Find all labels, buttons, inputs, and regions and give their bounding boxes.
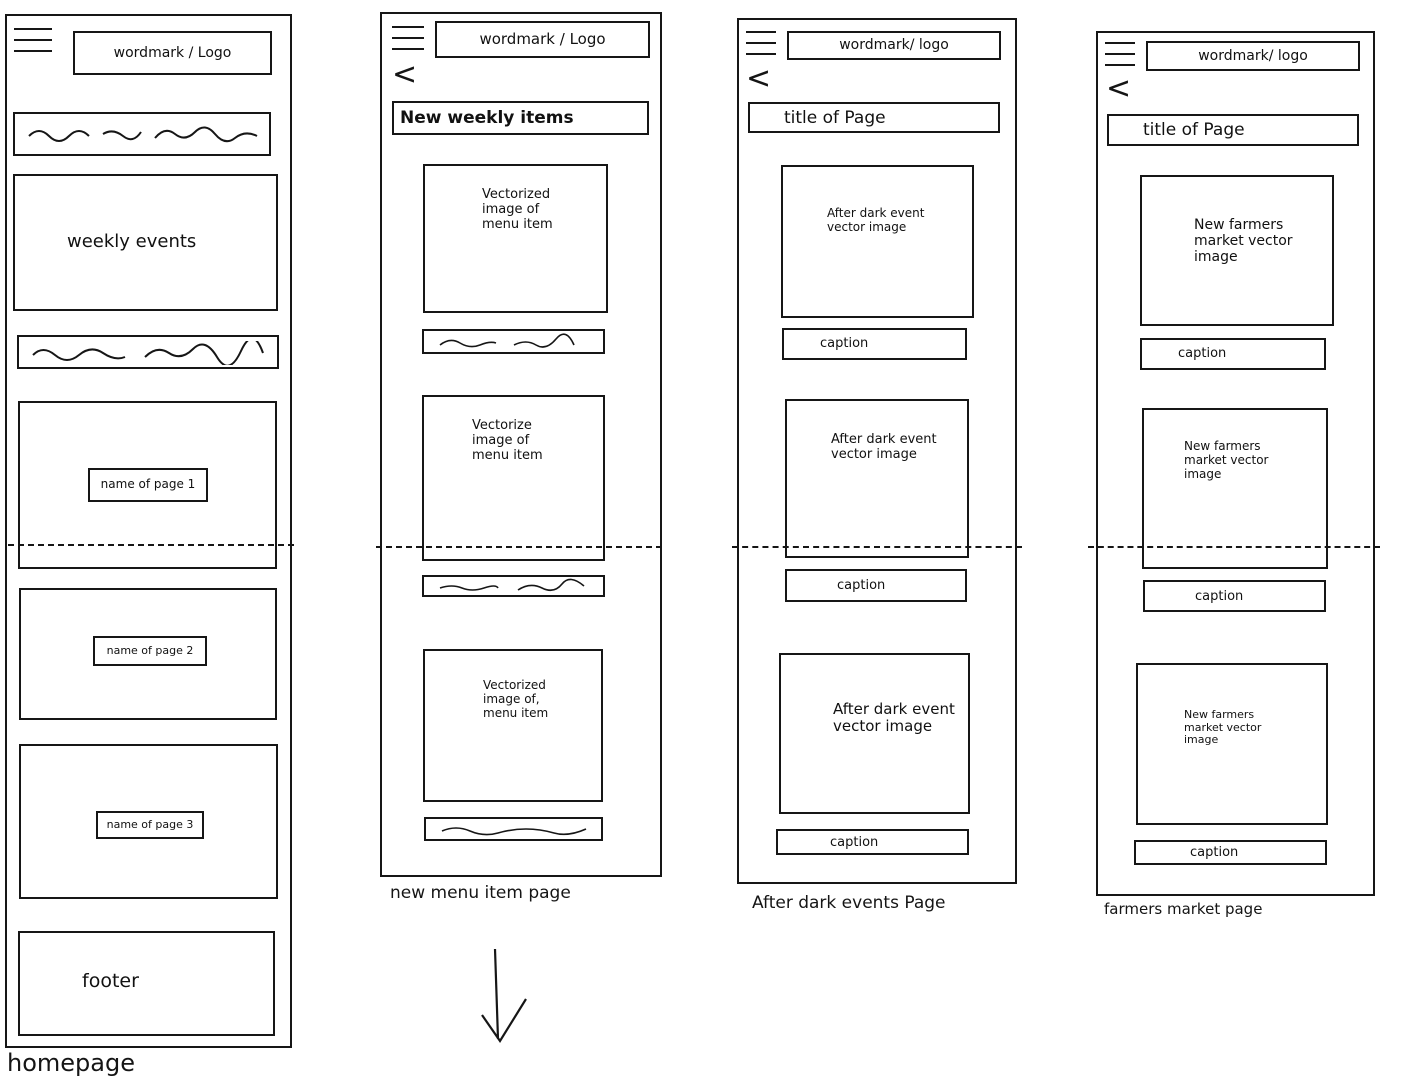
squiggle-text-placeholder xyxy=(441,827,587,836)
image-placeholder-text: After dark event vector image xyxy=(831,432,937,462)
caption-placeholder xyxy=(424,817,603,841)
text-placeholder xyxy=(17,335,279,369)
page-title-box: New weekly items xyxy=(392,101,649,135)
page-title: title of Page xyxy=(784,108,886,128)
back-arrow-icon[interactable]: < xyxy=(1106,71,1132,106)
footer-label: footer xyxy=(82,970,139,992)
image-placeholder-text: New farmers market vector image xyxy=(1184,708,1262,747)
caption-box: caption xyxy=(1143,580,1326,612)
fold-line xyxy=(1088,546,1380,548)
logo-text: wordmark / Logo xyxy=(113,44,232,61)
homepage-caption: homepage xyxy=(7,1049,135,1077)
page-card-3[interactable]: name of page 3 xyxy=(19,744,278,899)
page-card-3-label[interactable]: name of page 3 xyxy=(96,811,204,839)
event-image-3[interactable]: After dark event vector image xyxy=(779,653,970,814)
weekly-events-hero[interactable]: weekly events xyxy=(13,174,278,311)
page-card-1[interactable]: name of page 1 xyxy=(18,401,277,569)
back-arrow-icon[interactable]: < xyxy=(746,61,772,96)
image-placeholder-text: Vectorize image of menu item xyxy=(472,418,543,463)
caption-text: caption xyxy=(1195,589,1244,604)
page-title-box: title of Page xyxy=(748,102,1000,133)
menu-page-frame xyxy=(380,12,662,877)
image-placeholder-text: New farmers market vector image xyxy=(1194,217,1293,266)
logo-text: wordmark/ logo xyxy=(839,37,949,54)
squiggle-text-placeholder xyxy=(32,341,264,365)
page-title-box: title of Page xyxy=(1107,114,1359,146)
image-placeholder-text: New farmers market vector image xyxy=(1184,439,1269,481)
caption-text: caption xyxy=(1190,845,1239,860)
page-title: title of Page xyxy=(1143,120,1245,140)
market-image-3[interactable]: New farmers market vector image xyxy=(1136,663,1328,825)
market-image-1[interactable]: New farmers market vector image xyxy=(1140,175,1334,326)
squiggle-text-placeholder xyxy=(28,126,258,143)
fold-line xyxy=(376,546,662,548)
logo-box[interactable]: wordmark / Logo xyxy=(435,21,650,58)
logo-text: wordmark / Logo xyxy=(479,29,606,48)
caption-box: caption xyxy=(1140,338,1326,370)
logo-text: wordmark/ logo xyxy=(1198,47,1308,64)
caption-text: caption xyxy=(1178,346,1227,361)
caption-text: caption xyxy=(837,578,886,593)
caption-box: caption xyxy=(782,328,967,360)
market-image-2[interactable]: New farmers market vector image xyxy=(1142,408,1328,569)
menu-item-image-2[interactable]: Vectorize image of menu item xyxy=(422,395,605,561)
afterdark-page-frame xyxy=(737,18,1017,884)
event-image-1[interactable]: After dark event vector image xyxy=(781,165,974,318)
hamburger-menu-icon[interactable] xyxy=(14,28,52,61)
menu-item-image-1[interactable]: Vectorized image of menu item xyxy=(423,164,608,313)
page-card-2-label[interactable]: name of page 2 xyxy=(93,636,207,666)
farmers-page-frame xyxy=(1096,31,1375,896)
squiggle-text-placeholder xyxy=(439,578,585,592)
page-card-1-label[interactable]: name of page 1 xyxy=(88,468,208,502)
menu-page-caption: new menu item page xyxy=(390,883,571,903)
weekly-events-label: weekly events xyxy=(67,231,197,252)
menu-item-image-3[interactable]: Vectorized image of, menu item xyxy=(423,649,603,802)
caption-box: caption xyxy=(776,829,969,855)
back-arrow-icon[interactable]: < xyxy=(392,57,418,92)
hamburger-menu-icon[interactable] xyxy=(746,31,776,64)
logo-box[interactable]: wordmark / Logo xyxy=(73,31,272,75)
footer: footer xyxy=(18,931,275,1036)
image-placeholder-text: After dark event vector image xyxy=(827,206,925,234)
caption-box: caption xyxy=(1134,840,1327,865)
text-placeholder xyxy=(13,112,271,156)
event-image-2[interactable]: After dark event vector image xyxy=(785,399,969,558)
fold-line xyxy=(8,544,294,546)
page-card-2[interactable]: name of page 2 xyxy=(19,588,277,720)
logo-box[interactable]: wordmark/ logo xyxy=(787,31,1001,60)
caption-text: caption xyxy=(820,336,869,351)
homepage-frame xyxy=(5,14,292,1048)
caption-text: caption xyxy=(830,835,879,850)
logo-box[interactable]: wordmark/ logo xyxy=(1146,41,1360,71)
afterdark-page-caption: After dark events Page xyxy=(752,893,946,913)
squiggle-text-placeholder xyxy=(439,333,575,348)
farmers-page-caption: farmers market page xyxy=(1104,900,1263,918)
hamburger-menu-icon[interactable] xyxy=(1105,42,1135,75)
fold-line xyxy=(732,546,1022,548)
image-placeholder-text: After dark event vector image xyxy=(833,700,955,736)
image-placeholder-text: Vectorized image of menu item xyxy=(482,187,553,232)
down-arrow-icon xyxy=(481,948,527,1044)
hamburger-menu-icon[interactable] xyxy=(392,26,424,59)
caption-placeholder xyxy=(422,575,605,597)
caption-box: caption xyxy=(785,569,967,602)
caption-placeholder xyxy=(422,329,605,354)
image-placeholder-text: Vectorized image of, menu item xyxy=(483,678,549,720)
page-title: New weekly items xyxy=(400,108,574,128)
